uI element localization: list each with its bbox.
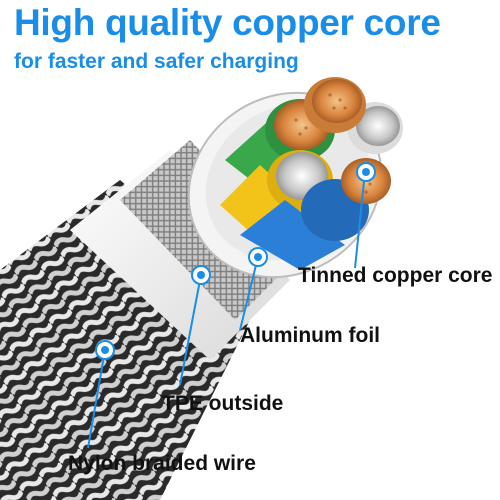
subheadline: for faster and safer charging	[14, 50, 299, 73]
target-marker-nylon	[95, 340, 115, 360]
target-marker-tpe	[191, 265, 211, 285]
headline: High quality copper core	[14, 2, 441, 43]
target-marker-aluminum-foil	[248, 247, 268, 267]
callout-aluminum-foil: Aluminum foil	[240, 324, 380, 347]
callout-tinned-copper-core: Tinned copper core	[298, 264, 493, 287]
blue-conductor	[240, 158, 391, 270]
callout-nylon-braided-wire: Nylon braided wire	[68, 452, 256, 475]
leader-lines	[87, 171, 366, 449]
target-marker-tinned-copper	[356, 162, 376, 182]
callout-tpe-outside: TPE outside	[162, 392, 284, 415]
copper-conductor-top	[304, 77, 366, 133]
